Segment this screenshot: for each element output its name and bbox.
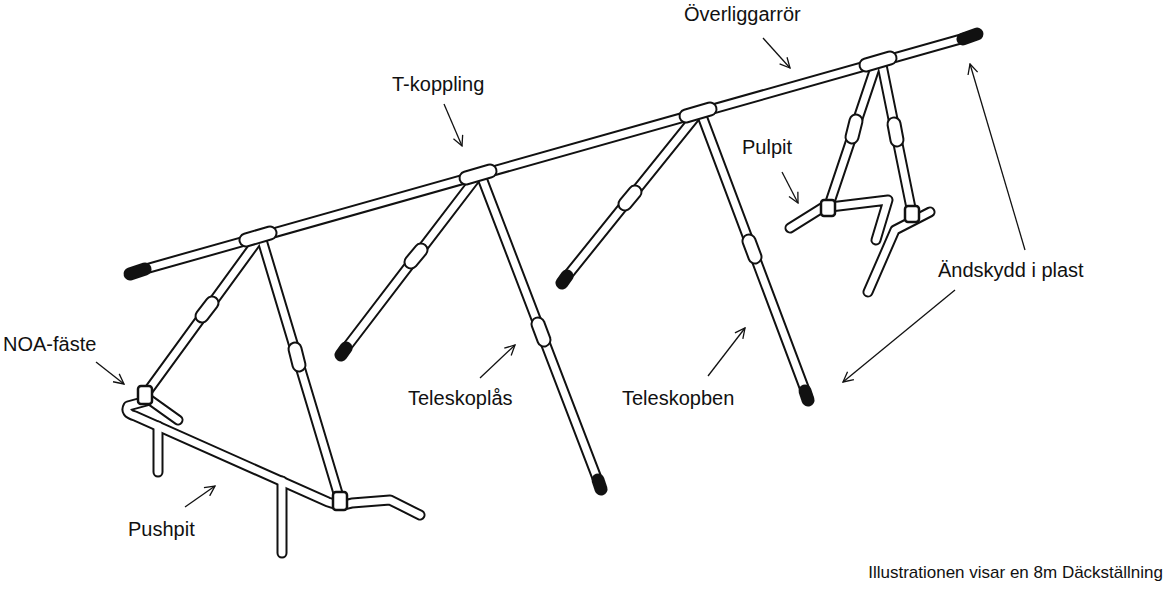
leader-line	[970, 64, 1025, 250]
leader-line	[96, 362, 124, 384]
leader-lines	[96, 38, 1025, 507]
tube-fill	[127, 35, 975, 553]
part-label: Överliggarrör	[684, 2, 801, 26]
noa-clamp	[333, 492, 347, 510]
tube-outline	[127, 35, 975, 553]
end-cap	[130, 269, 145, 274]
leader-line	[480, 345, 515, 378]
caption: Illustrationen visar en 8m Däckställning	[868, 563, 1163, 583]
end-cap	[598, 480, 601, 489]
part-label: NOA-fäste	[3, 332, 96, 356]
leader-line	[782, 172, 798, 203]
part-label: Pushpit	[128, 517, 195, 541]
coupling-fill	[202, 58, 897, 365]
part-label: T-koppling	[392, 72, 484, 96]
part-label: Ändskydd i plast	[938, 258, 1084, 282]
end-cap	[341, 348, 346, 355]
part-label: Teleskoplås	[408, 386, 513, 410]
noa-clamp	[905, 206, 919, 222]
end-cap	[805, 391, 808, 400]
part-label: Teleskopben	[622, 386, 734, 410]
coupling-outline	[202, 58, 897, 365]
end-cap	[562, 276, 567, 283]
end-cap	[963, 34, 977, 39]
leader-line	[843, 290, 955, 382]
tube-frame	[127, 35, 975, 553]
noa-clamps	[138, 200, 919, 510]
part-label: Pulpit	[742, 135, 792, 159]
noa-clamp	[821, 200, 835, 216]
leader-line	[708, 328, 745, 376]
leader-line	[444, 104, 462, 146]
noa-clamp	[138, 386, 152, 404]
leader-line	[763, 38, 790, 68]
end-caps	[130, 34, 977, 489]
leader-line	[185, 486, 215, 507]
